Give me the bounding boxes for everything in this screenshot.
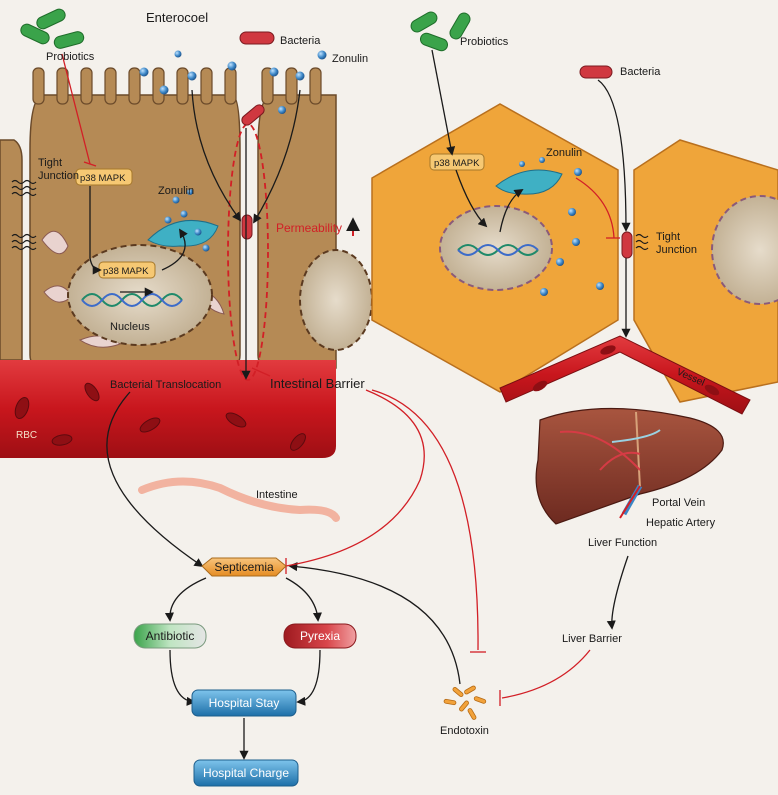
microvilli [32, 67, 322, 105]
intestine-tube [138, 477, 340, 522]
hepatic-artery-label: Hepatic Artery [646, 517, 716, 529]
bacteria-label-right: Bacteria [620, 66, 661, 78]
zonulin-protein-right [495, 169, 563, 195]
probiotics-left-icon [20, 8, 85, 49]
nucleus-hepatocyte-right [711, 195, 778, 305]
left-inhibit [61, 53, 271, 377]
liver [535, 407, 724, 525]
nucleus-label: Nucleus [110, 321, 150, 333]
tight-junction-right-marks [635, 233, 649, 251]
blood-vessel-right [499, 335, 751, 415]
bacterial-translocation-label: Bacterial Translocation [110, 379, 221, 391]
p38-box-right [429, 153, 485, 171]
tight-label-right: Tight [656, 231, 680, 243]
antibiotic-label: Antibiotic [146, 629, 195, 643]
bacteria-icon-left [239, 31, 275, 45]
enterocyte-left-partial [0, 139, 23, 361]
probiotics-label-right: Probiotics [460, 36, 509, 48]
dna-right [457, 244, 539, 256]
paracellular-pathway [227, 123, 269, 381]
bacteria-label-left: Bacteria [280, 35, 321, 47]
zonulin-dots-lumen [139, 50, 327, 114]
probiotics-right-icon [410, 11, 471, 52]
intestinal-barrier-label: Intestinal Barrier [270, 376, 365, 391]
dna-left [81, 293, 183, 307]
pyrexia-label: Pyrexia [300, 629, 340, 643]
septicemia-box [201, 557, 287, 577]
zonulin-dots-right [519, 157, 604, 296]
bacterium-upper-left [241, 104, 265, 126]
junction-label-left: Junction [38, 170, 79, 182]
permeability-label: Permeability [276, 221, 342, 235]
septicemia-label: Septicemia [214, 560, 274, 574]
intestine-label: Intestine [256, 489, 298, 501]
tight-junction-left-marks [11, 179, 37, 251]
antibiotic-box [133, 623, 207, 649]
hospital-charge-box [193, 759, 299, 787]
endotoxin-label: Endotoxin [440, 725, 489, 737]
p38-label-right: p38 MAPK [434, 158, 480, 169]
hospital-charge-label: Hospital Charge [203, 766, 289, 780]
hospital-stay-label: Hospital Stay [209, 696, 280, 710]
rbc-label: RBC [16, 430, 37, 441]
tight-label-left: Tight [38, 157, 62, 169]
p38-label-left-a: p38 MAPK [80, 173, 126, 184]
zonulin-label-lumen: Zonulin [332, 53, 368, 65]
p38-box-left-a [75, 168, 133, 186]
hepatocytes [371, 103, 778, 403]
junction-label-right: Junction [656, 244, 697, 256]
right-arrows [431, 49, 631, 338]
blood-vessel-left [0, 360, 336, 458]
enterocoel-label: Enterocoel [146, 10, 208, 25]
left-arrows [89, 89, 301, 380]
hospital-stay-box [191, 689, 297, 717]
pyrexia-box [283, 623, 357, 649]
intestinal-epithelium [0, 67, 373, 369]
flow-connectors [106, 391, 629, 760]
bacterium-junction-left [241, 214, 253, 240]
probiotics-label-left: Probiotics [46, 51, 95, 63]
bacterium-junction-right [621, 231, 633, 259]
right-inhibit [575, 177, 620, 239]
endotoxin-cluster [443, 685, 487, 720]
p38-label-left-b: p38 MAPK [103, 266, 149, 277]
portal-vein-label: Portal Vein [652, 497, 705, 509]
liver-barrier-label: Liver Barrier [562, 633, 622, 645]
liver-function-label: Liver Function [588, 537, 657, 549]
zonulin-label-right: Zonulin [546, 147, 582, 159]
flow-inhibitors [285, 389, 591, 706]
bacteria-icon-right [579, 65, 613, 79]
zonulin-dots-left-cell [164, 189, 210, 252]
nucleus-right-cell [299, 249, 373, 351]
zonulin-label-left-cell: Zonulin [158, 185, 194, 197]
